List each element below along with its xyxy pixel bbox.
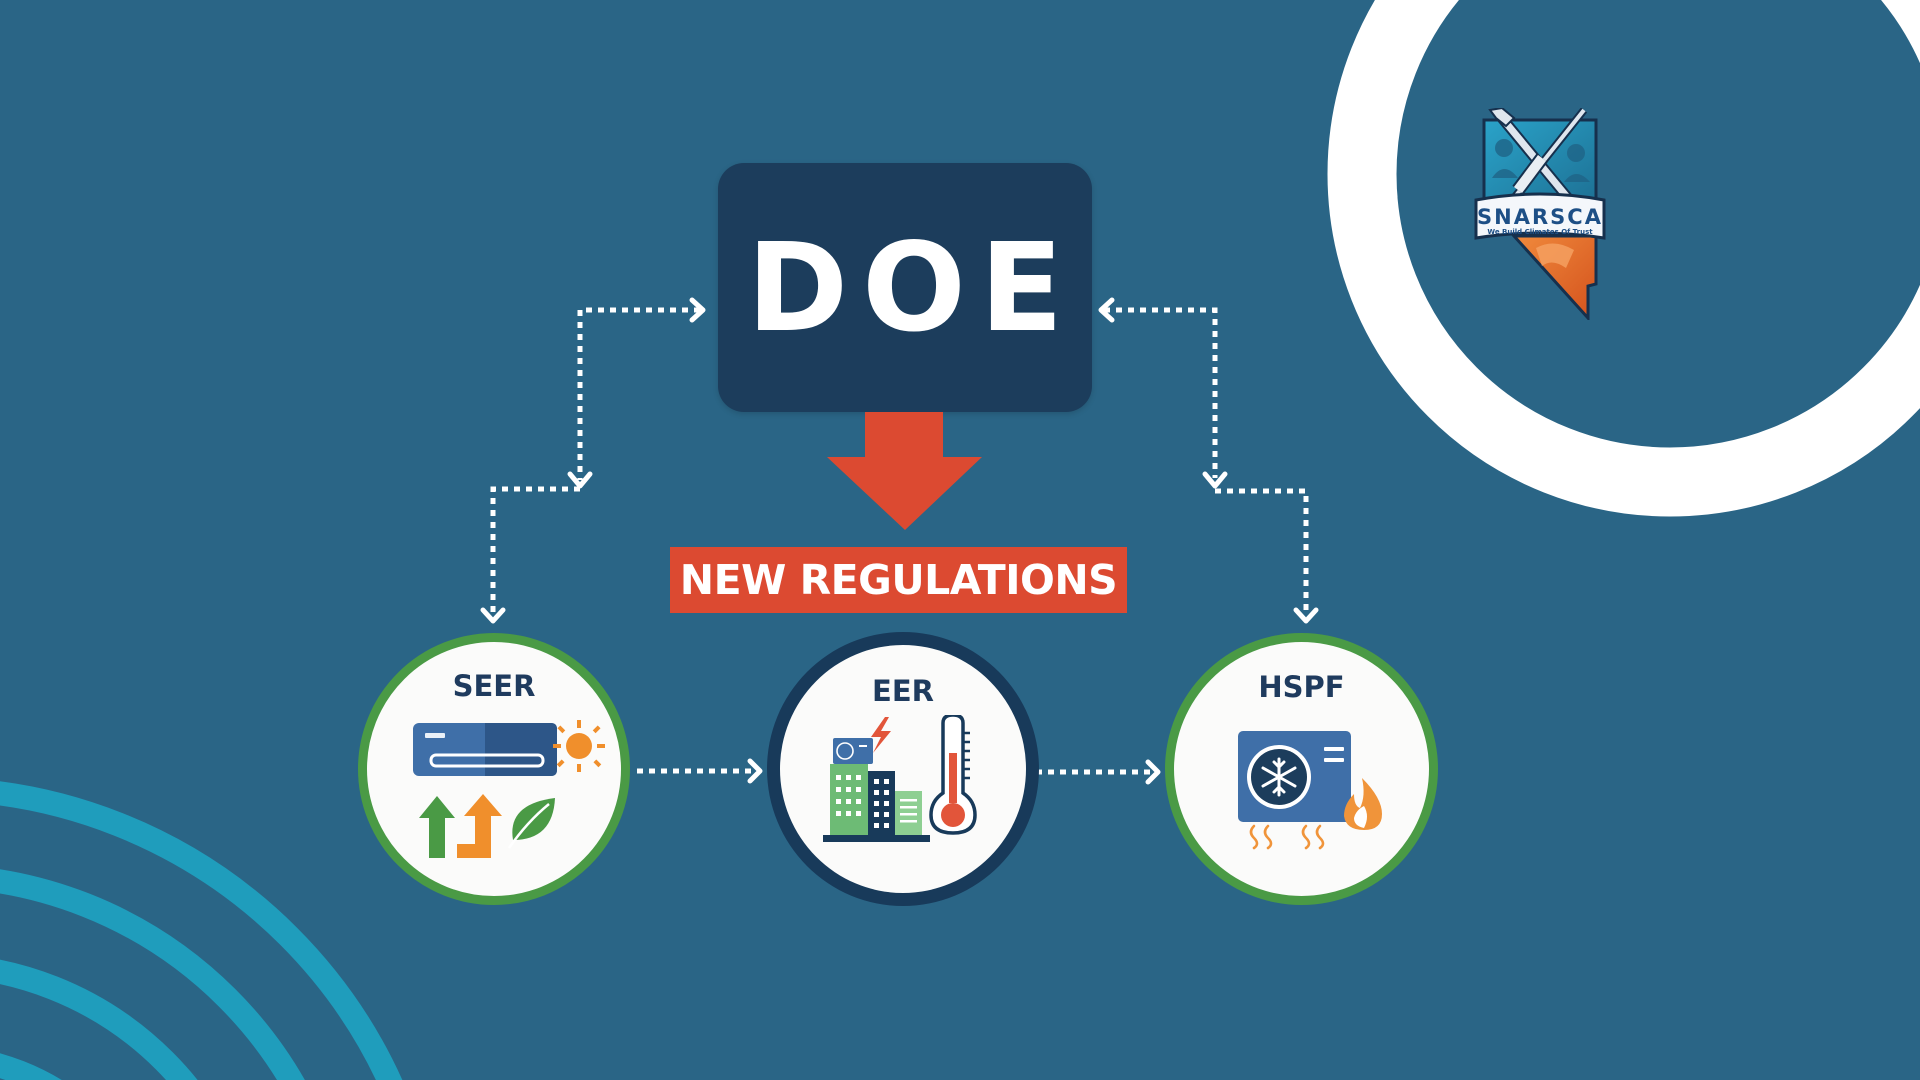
metric-seer: SEER <box>358 633 630 905</box>
metric-hspf: HSPF <box>1165 633 1438 905</box>
air-conditioner-icon <box>413 723 557 776</box>
building-icon <box>823 738 930 842</box>
arrowhead-down-icon <box>1293 607 1319 624</box>
metric-label-eer: EER <box>872 674 934 708</box>
hspf-icon-group <box>1238 731 1382 850</box>
handshake-icon <box>1536 243 1574 268</box>
orange-up-arrow-icon <box>457 794 502 858</box>
new-regulations-label: NEW REGULATIONS <box>679 555 1118 604</box>
doe-box: DOE <box>718 163 1092 412</box>
connector-doe-seer <box>490 307 700 612</box>
green-up-arrow-icon <box>419 796 455 858</box>
heat-waves-icon <box>1249 824 1325 850</box>
arrowhead-down-icon <box>480 607 506 624</box>
lightning-icon <box>871 717 891 753</box>
new-regulations-banner: NEW REGULATIONS <box>670 547 1127 613</box>
arrowhead-right-icon <box>689 297 706 323</box>
eer-icon-group <box>823 715 977 842</box>
decorative-ring <box>1327 0 1920 517</box>
metric-label-hspf: HSPF <box>1258 670 1345 704</box>
sun-icon <box>553 720 605 772</box>
leaf-icon <box>507 798 555 849</box>
snowflake-icon <box>1261 757 1297 797</box>
heat-pump-icon <box>1238 731 1351 822</box>
metric-eer: EER <box>767 632 1039 906</box>
thermometer-icon <box>929 715 977 835</box>
snarsca-logo: SNARSCA We Build Climates Of Trust <box>1474 106 1634 322</box>
logo-name: SNARSCA <box>1477 205 1603 229</box>
doe-label: DOE <box>746 216 1078 359</box>
arrowhead-down-icon <box>1202 471 1228 489</box>
connector-doe-hspf <box>1104 307 1309 612</box>
flame-icon <box>1344 778 1382 830</box>
logo-tagline: We Build Climates Of Trust <box>1487 228 1593 236</box>
arrowhead-down-icon <box>567 471 593 489</box>
arrowhead-right-icon <box>747 758 763 784</box>
arrowhead-right-icon <box>1145 759 1161 785</box>
metric-label-seer: SEER <box>452 669 536 703</box>
seer-icon-group <box>413 720 605 858</box>
arrowhead-left-icon <box>1098 297 1115 323</box>
screwdriver-icon <box>1506 107 1588 206</box>
